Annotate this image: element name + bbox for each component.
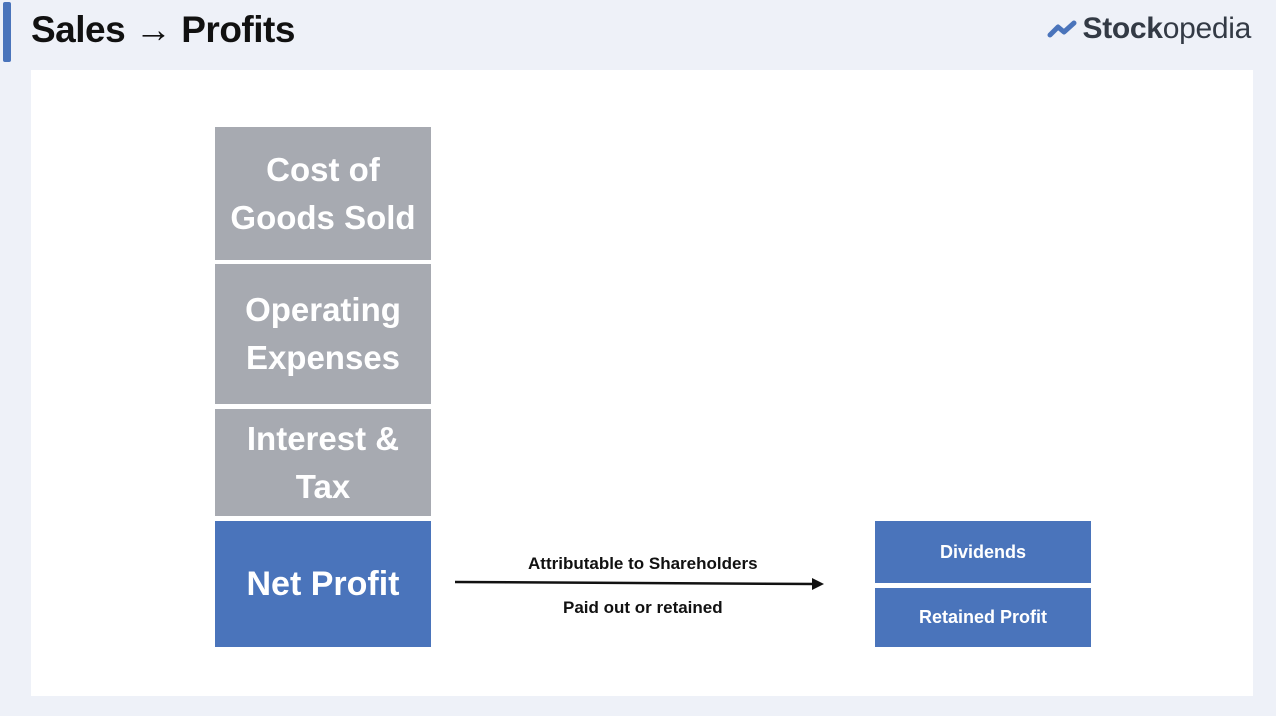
interest-tax-label-line1: Interest &: [246, 419, 400, 457]
stockopedia-logo: Stockopedia: [1047, 12, 1252, 46]
net-profit-label: Net Profit: [246, 564, 400, 603]
page-title: Sales → Profits: [31, 9, 295, 50]
logo-wordmark-strong: Stock: [1082, 12, 1164, 45]
arrow-top-label: Attributable to Shareholders: [528, 554, 758, 573]
opex-label-line1: Operating: [245, 291, 401, 328]
net-profit-block: Net Profit: [215, 521, 431, 647]
dividends-label: Dividends: [939, 541, 1027, 562]
retained-profit-block: Retained Profit: [875, 588, 1091, 647]
arrow-bottom-label: Paid out or retained: [563, 598, 723, 617]
logo-wordmark-light: opedia: [1162, 12, 1252, 45]
cogs-label-line1: Cost of: [266, 150, 380, 188]
interest-and-tax-block: Interest & Tax: [215, 409, 431, 516]
interest-tax-label-line2: Tax: [295, 467, 351, 505]
operating-expenses-block: Operating Expenses: [215, 264, 431, 404]
cost-of-goods-sold-block: Cost of Goods Sold: [215, 127, 431, 260]
logo-wordmark: Stockopedia: [1083, 12, 1252, 46]
diagram-canvas: Cost of Goods Sold Operating Expenses In…: [31, 70, 1253, 696]
opex-label-line2: Expenses: [245, 339, 401, 376]
dividends-block: Dividends: [875, 521, 1091, 583]
shareholders-arrow: [454, 578, 824, 590]
title-accent-bar: [3, 2, 11, 62]
trend-line-icon: [1047, 19, 1077, 39]
retained-profit-label: Retained Profit: [918, 607, 1047, 627]
cogs-label-line2: Goods Sold: [230, 198, 416, 236]
